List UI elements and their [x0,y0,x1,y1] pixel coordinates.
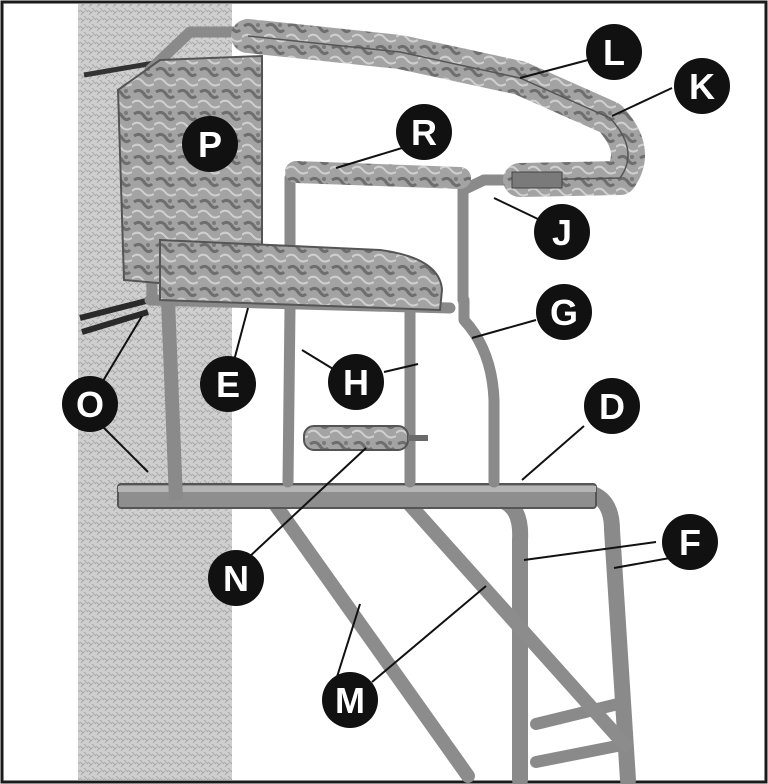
callout-R: R [396,104,452,160]
rail-bracket [512,172,562,188]
tree-support-bar [168,300,176,500]
callout-D: D [584,378,640,434]
callout-M: M [322,672,378,728]
callout-J: J [534,204,590,260]
callout-label-N: N [223,558,249,599]
callout-label-D: D [599,386,625,427]
callout-label-K: K [689,66,715,107]
callout-label-H: H [343,362,369,403]
callout-label-L: L [603,32,625,73]
callout-P: P [182,116,238,172]
callout-E: E [200,356,256,412]
callout-F: F [662,514,718,570]
armrest [296,172,460,178]
callout-H: H [328,354,384,410]
footrest [304,426,408,450]
callout-label-J: J [552,212,572,253]
callout-label-G: G [550,292,578,333]
callout-label-F: F [679,522,701,563]
callout-L: L [586,24,642,80]
callout-N: N [208,550,264,606]
callout-O: O [62,376,118,432]
callout-label-R: R [411,112,437,153]
callout-label-O: O [76,384,104,425]
callout-K: K [674,58,730,114]
callout-label-E: E [216,364,240,405]
callout-G: G [536,284,592,340]
callout-label-P: P [198,124,222,165]
callout-label-M: M [335,680,365,721]
platform [118,484,596,508]
